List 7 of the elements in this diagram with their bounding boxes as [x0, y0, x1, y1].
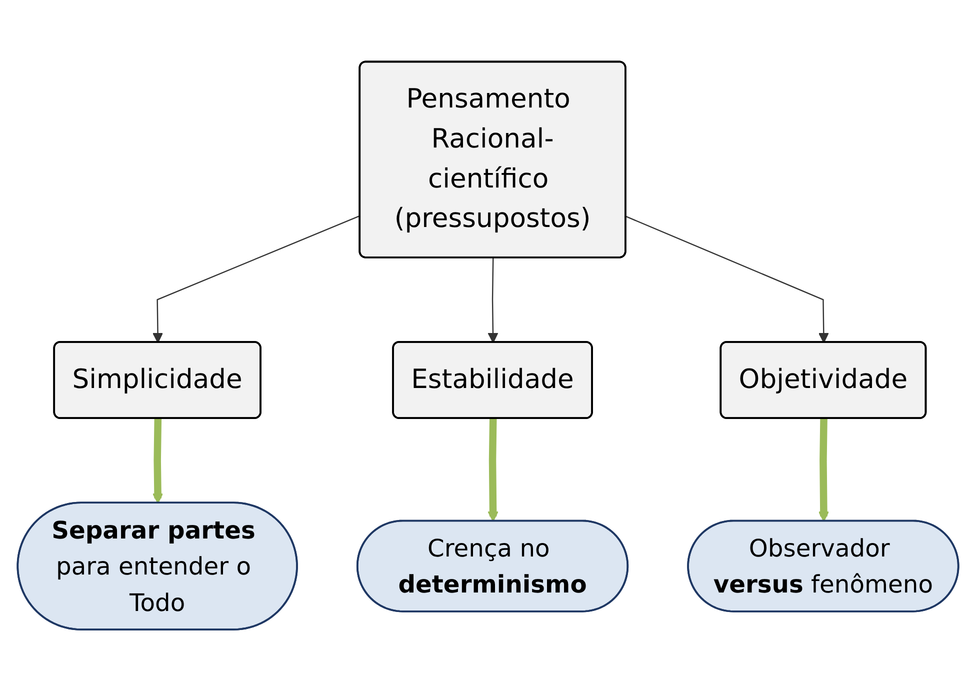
arrow	[152, 418, 164, 504]
flowchart-drawing: Pensamento Racional-científico (pressupostos) Simplicidade Estabilidade Objetividade Separar partes para entender o Todo Crença no determinismo Observador versus fenômeno	[8, 52, 968, 640]
arrow	[818, 418, 830, 522]
arrow	[626, 216, 829, 343]
arrow	[152, 215, 360, 343]
arrow	[488, 418, 498, 522]
arrow	[488, 258, 498, 343]
